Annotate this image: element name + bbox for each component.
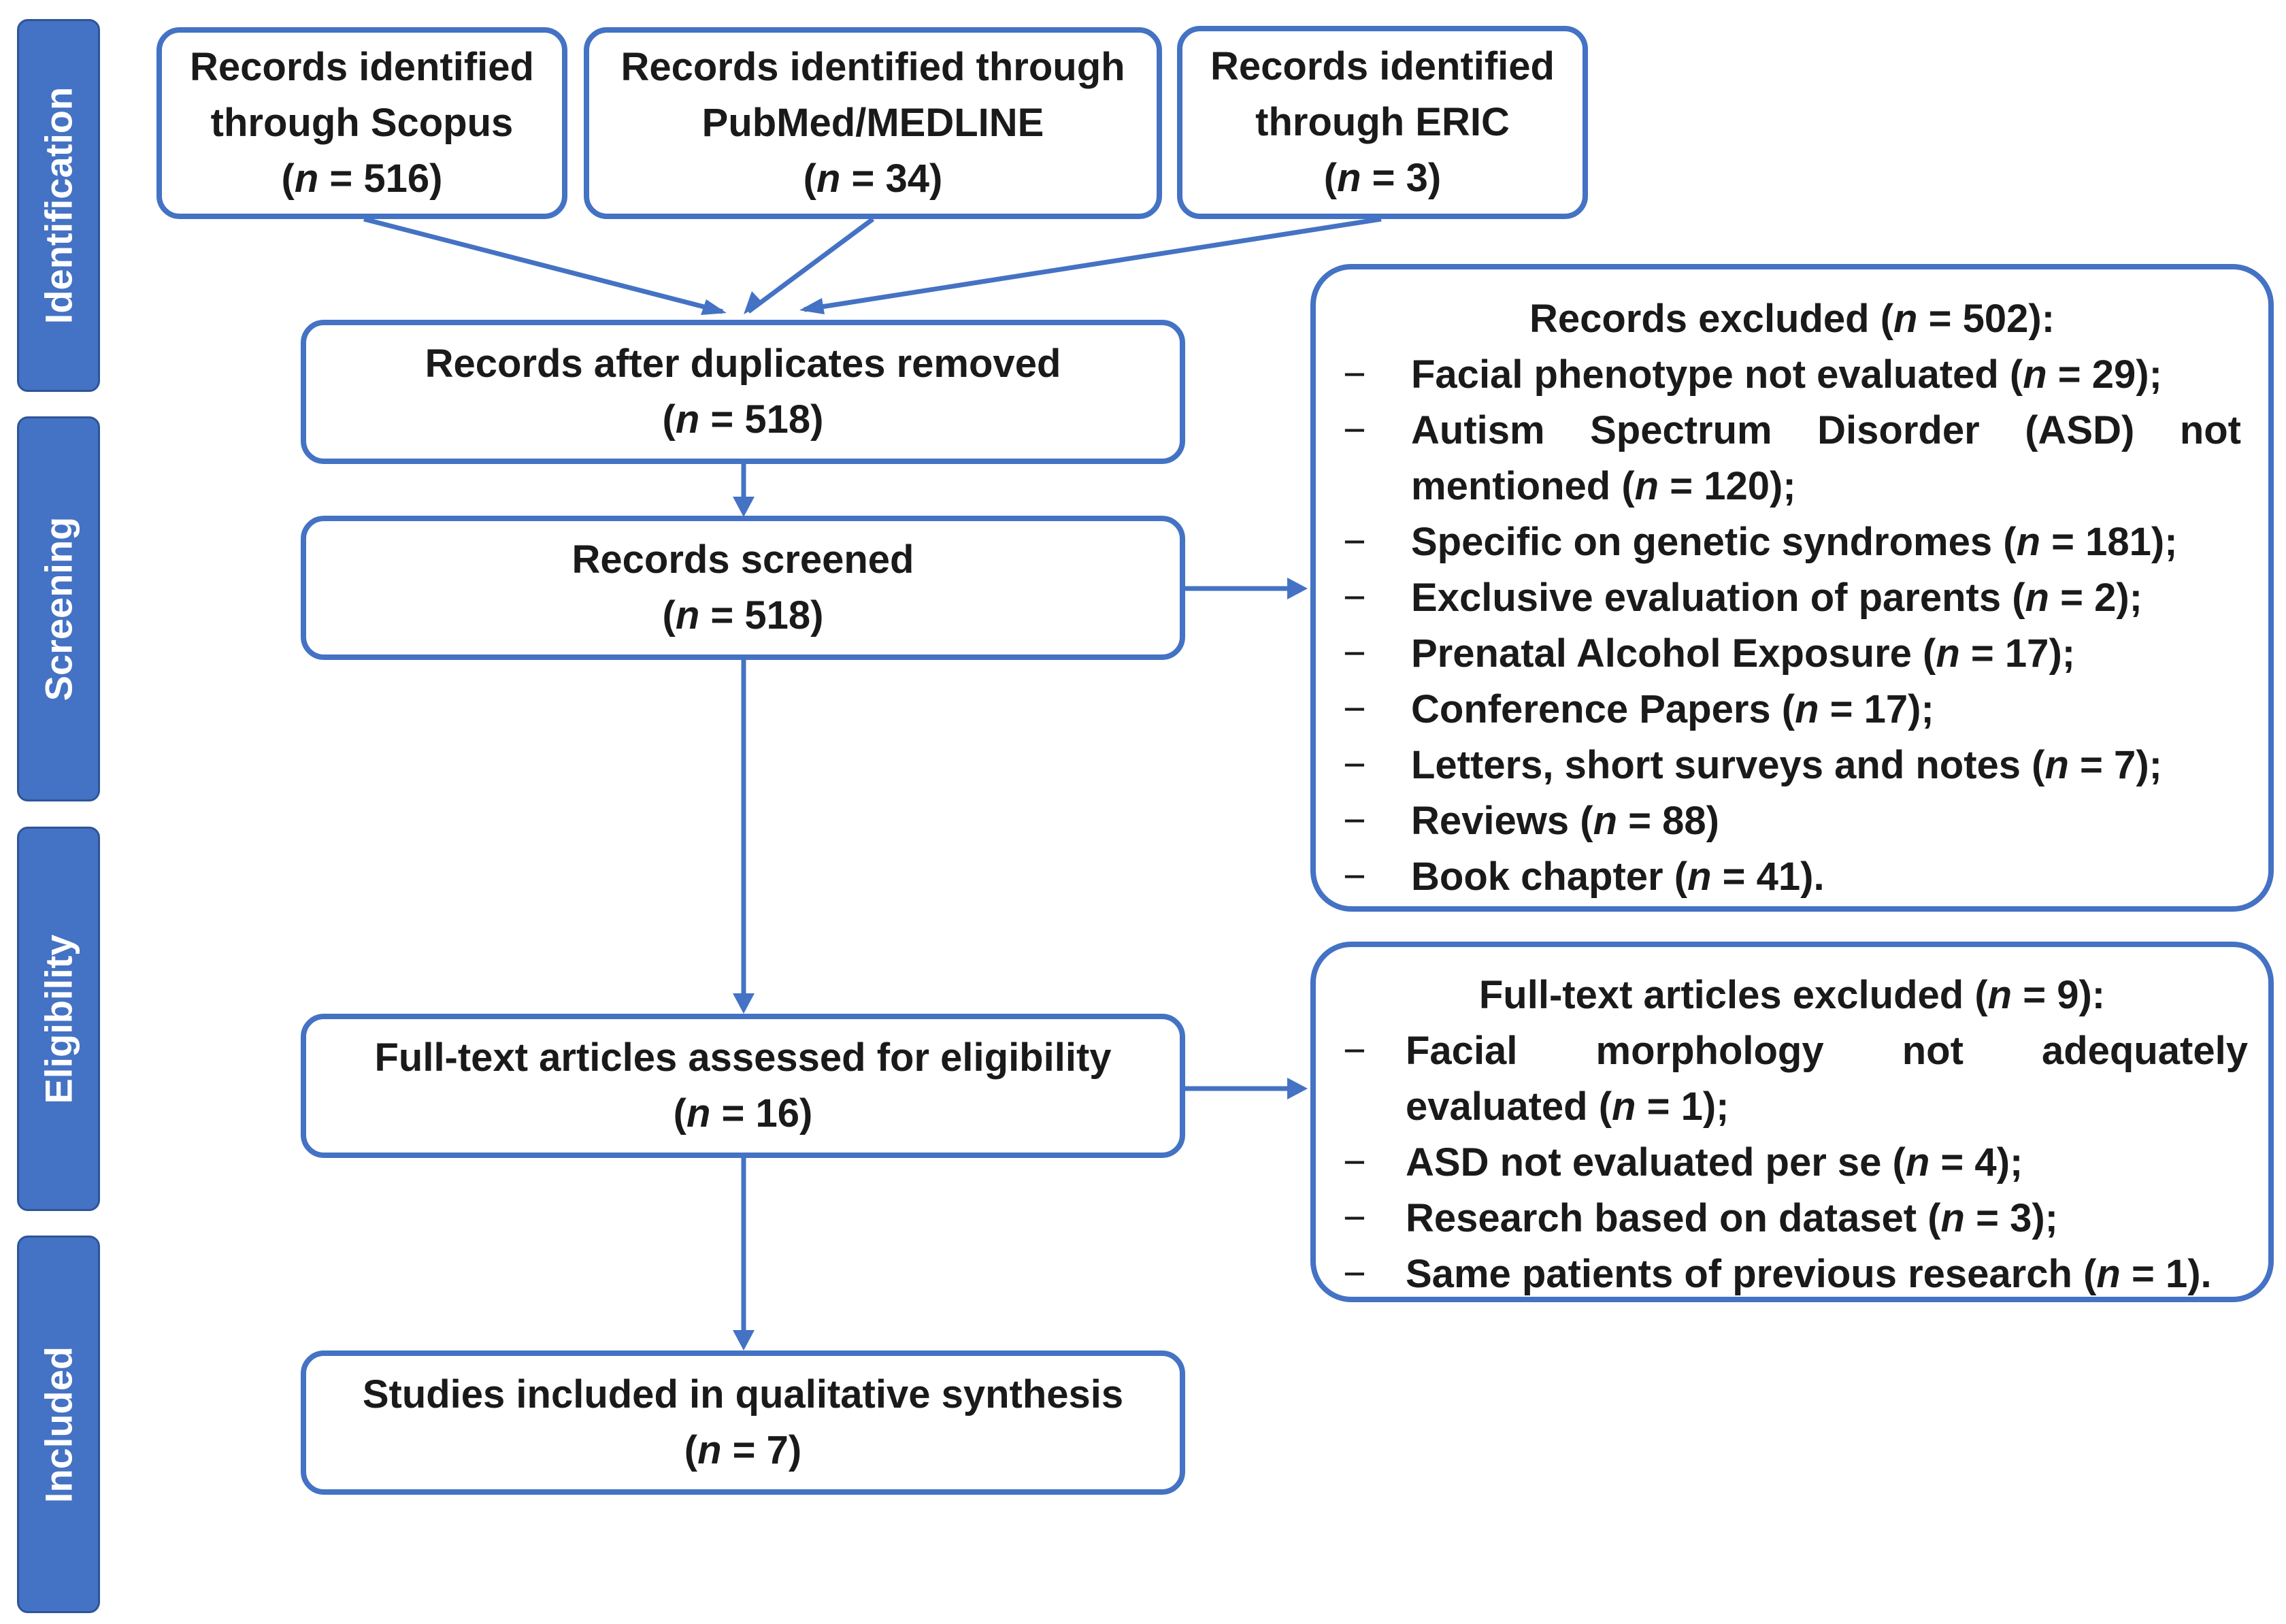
eric-count: (n = 3) [1323, 156, 1442, 200]
arrowhead-screened [733, 497, 755, 517]
phase-identification-label: Identification [37, 86, 80, 325]
phase-screening-label: Screening [37, 516, 80, 701]
duplicates-count: (n = 518) [662, 397, 824, 442]
fulltext-label: Full-text articles assessed for eligibil… [374, 1035, 1112, 1080]
list-item: −Same patients of previous research (n =… [1343, 1252, 2212, 1296]
list-item: − Autism Spectrum Disorder (ASD) not men… [1343, 408, 2241, 508]
box-fulltext-excluded: Full-text articles excluded (n = 9): − F… [1310, 942, 2274, 1302]
eric-line1: Records identified [1210, 44, 1555, 88]
list-item: −Facial phenotype not evaluated (n = 29)… [1343, 352, 2162, 397]
included-label: Studies included in qualitative synthesi… [362, 1372, 1124, 1416]
arrow-eric-to-duplicates [804, 216, 1382, 312]
phase-eligibility: Eligibility [17, 827, 100, 1211]
arrow-pubmed-to-duplicates [746, 217, 875, 314]
arrowhead-excluded-records [1287, 578, 1308, 599]
screened-label: Records screened [572, 537, 914, 582]
records-excluded-heading: Records excluded (n = 502): [1529, 297, 2055, 341]
arrowhead-included [733, 1330, 755, 1350]
list-item: −Letters, short surveys and notes (n = 7… [1343, 743, 2162, 787]
box-pubmed: Records identified through PubMed/MEDLIN… [584, 27, 1162, 219]
included-count: (n = 7) [684, 1428, 802, 1472]
list-item: −Research based on dataset (n = 3); [1343, 1196, 2058, 1240]
arrowhead-eric [799, 298, 825, 314]
phase-identification: Identification [17, 19, 100, 392]
phase-included-label: Included [37, 1346, 80, 1503]
list-item: −Conference Papers (n = 17); [1343, 687, 1934, 731]
list-item: −Reviews (n = 88) [1343, 799, 1719, 843]
phase-included: Included [17, 1236, 100, 1613]
records-excluded-list: −Facial phenotype not evaluated (n = 29)… [1316, 347, 2241, 905]
scopus-line2: through Scopus [210, 101, 514, 145]
box-duplicates-removed: Records after duplicates removed (n = 51… [301, 320, 1185, 464]
screened-count: (n = 518) [662, 593, 824, 637]
list-item: −ASD not evaluated per se (n = 4); [1343, 1140, 2023, 1184]
arrowhead-excluded-fulltext [1287, 1078, 1308, 1099]
arrow-scopus-to-duplicates [363, 216, 723, 314]
list-item: − Facial morphology not adequately evalu… [1343, 1029, 2248, 1129]
list-item: −Prenatal Alcohol Exposure (n = 17); [1343, 631, 2076, 676]
pubmed-line2: PubMed/MEDLINE [701, 101, 1044, 145]
list-item: −Specific on genetic syndromes (n = 181)… [1343, 520, 2178, 564]
box-eric: Records identified through ERIC (n = 3) [1177, 26, 1588, 219]
fulltext-excluded-heading: Full-text articles excluded (n = 9): [1478, 973, 2106, 1017]
duplicates-label: Records after duplicates removed [425, 342, 1061, 386]
pubmed-count: (n = 34) [803, 156, 943, 201]
list-item: −Book chapter (n = 41). [1343, 855, 1825, 899]
box-records-screened: Records screened (n = 518) [301, 516, 1185, 660]
scopus-line1: Records identified [190, 45, 534, 89]
list-item: −Exclusive evaluation of parents (n = 2)… [1343, 576, 2142, 620]
arrowhead-pubmed [744, 291, 763, 314]
box-studies-included: Studies included in qualitative synthesi… [301, 1350, 1185, 1495]
arrowhead-fulltext [733, 993, 755, 1014]
phase-eligibility-label: Eligibility [37, 934, 80, 1104]
fulltext-excluded-list: − Facial morphology not adequately evalu… [1316, 1023, 2248, 1302]
box-scopus: Records identified through Scopus (n = 5… [156, 27, 567, 219]
phase-screening: Screening [17, 416, 100, 801]
box-records-excluded: Records excluded (n = 502): −Facial phen… [1310, 264, 2274, 912]
eric-line2: through ERIC [1255, 100, 1510, 144]
pubmed-line1: Records identified through [620, 45, 1125, 89]
arrowhead-scopus [701, 299, 727, 315]
fulltext-count: (n = 16) [673, 1091, 813, 1136]
box-fulltext-assessed: Full-text articles assessed for eligibil… [301, 1014, 1185, 1158]
scopus-count: (n = 516) [281, 156, 443, 201]
